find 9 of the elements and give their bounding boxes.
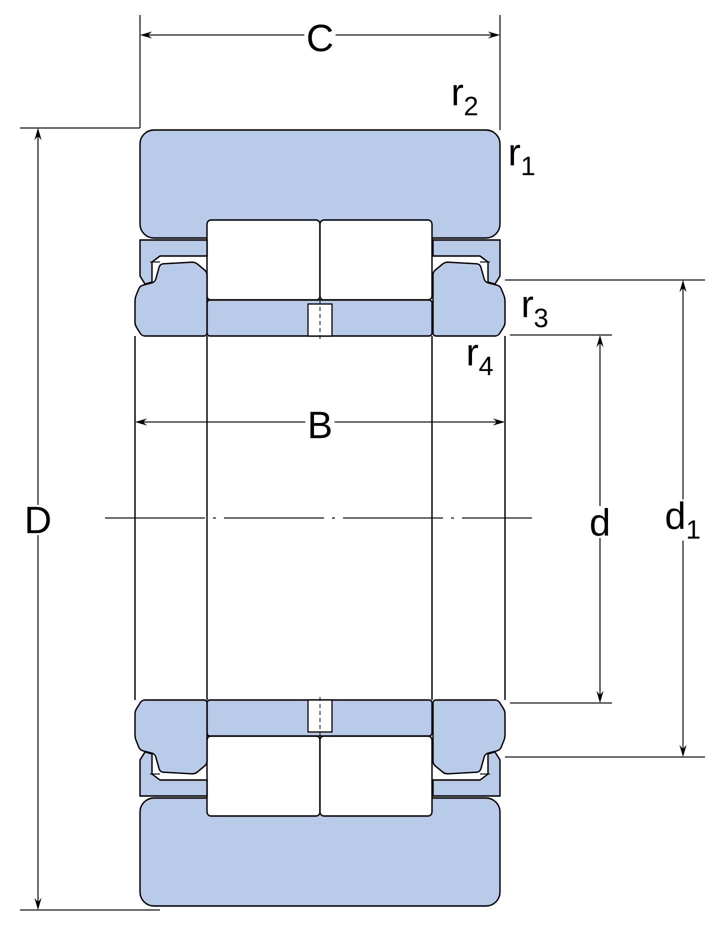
dimension-label: B [305,410,335,440]
dimension-label: d [587,506,613,538]
radius-label: r$_{4}$ [468,344,493,376]
radius-label: r$_{1}$ [510,144,534,176]
radius-label: r$_{2}$ [454,84,478,116]
dimension-label: d$_{1}$ [662,499,704,541]
radius-label: r$_{3}$ [524,296,548,328]
dimension-label: C [304,22,336,54]
dimension-label: D [22,504,54,536]
